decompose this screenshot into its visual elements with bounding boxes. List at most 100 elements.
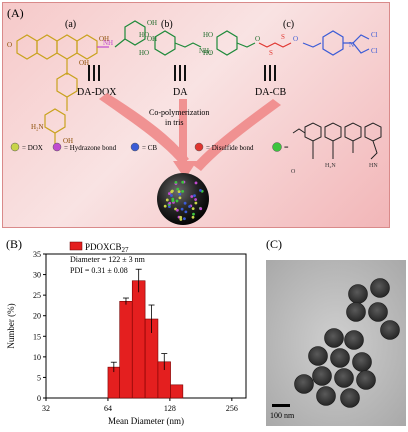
nanoparticle-dot	[163, 204, 167, 208]
tem-particle	[334, 368, 354, 388]
sub-label-a: (a)	[65, 19, 76, 30]
dacb-cl-label: Cl	[371, 31, 378, 39]
nanoparticle-dot	[176, 187, 180, 191]
dox-oh-label-3: OH	[63, 137, 73, 145]
y-tick-label: 30	[33, 271, 41, 280]
tem-particle	[348, 284, 368, 304]
dacb-cl-label-2: Cl	[371, 47, 378, 55]
name-da-cb: DA-CB	[255, 87, 286, 98]
dacb-ho-label: HO	[203, 31, 213, 39]
tem-particle	[346, 302, 366, 322]
scheme-svg: (A) (a) (b) (c) O OH OH H₂N OH NH O	[7, 6, 382, 225]
nanoparticle-dot	[174, 181, 178, 184]
panel-c-label: (C)	[266, 237, 282, 251]
tem-particle	[370, 278, 390, 298]
scale-bar	[272, 404, 290, 407]
x-tick-label: 256	[226, 404, 238, 413]
nanoparticle-dot	[183, 217, 186, 221]
tem-particle	[308, 346, 328, 366]
nanoparticle-dot	[168, 201, 172, 205]
nanoparticle-dot	[175, 208, 179, 212]
histogram-bar	[170, 384, 184, 399]
y-tick-label: 15	[33, 332, 41, 341]
chart-legend-text: PDOXCB	[85, 242, 122, 252]
nanoparticle-dot	[178, 196, 182, 200]
nanoparticle-dot	[181, 189, 185, 193]
scheme-legend: = DOX = Hydrazone bond = CB = Disulfide …	[10, 142, 289, 152]
nanoparticle-dots	[163, 180, 204, 221]
dox-dop-oh-label-2: OH	[147, 35, 157, 43]
legend-cb: = CB	[142, 144, 157, 152]
nanoparticle-dot	[167, 192, 171, 195]
y-tick-label: 5	[37, 373, 41, 382]
nanoparticle-dot	[183, 201, 187, 205]
legend-polymer-dot	[272, 142, 282, 152]
nanoparticle-dot	[191, 215, 195, 219]
hydrazone-nh-label: NH	[103, 39, 113, 47]
nanoparticle-dot	[181, 180, 185, 184]
tem-particle	[294, 374, 314, 394]
tem-particle	[312, 366, 332, 386]
chart-pdi-text: PDI = 0.31 ± 0.08	[70, 266, 128, 275]
nanoparticle-dot	[194, 198, 197, 201]
panel-a-scheme: (A) (a) (b) (c) O OH OH H₂N OH NH O	[2, 2, 390, 228]
equivalence-bars	[88, 65, 276, 81]
polymer-o-label: O	[291, 169, 296, 175]
nanoparticle-dot	[188, 205, 191, 208]
nanoparticle-dot	[167, 205, 171, 208]
tem-particle	[352, 352, 372, 372]
nanoparticle-dot	[179, 215, 183, 219]
dopa-ho-label-2: HO	[139, 49, 149, 57]
nanoparticle-dot	[199, 207, 203, 211]
dacb-o-label-2: O	[293, 35, 298, 43]
tem-particle	[324, 328, 344, 348]
legend-dox-dot	[10, 142, 20, 152]
tem-particle	[330, 348, 350, 368]
dopamine-molecule	[154, 30, 202, 56]
nanoparticle-dot	[199, 188, 202, 192]
chart-legend-swatch	[69, 241, 83, 251]
y-axis-label: Number (%)	[6, 303, 16, 348]
da-cb-molecule	[216, 30, 370, 56]
dacb-s-label-2: S	[281, 33, 285, 41]
tem-particle	[344, 330, 364, 350]
nanoparticle-dot	[190, 195, 194, 198]
nanoparticle-dot	[193, 194, 196, 198]
dacb-s-label: S	[269, 49, 273, 57]
process-line-2: in tris	[165, 118, 183, 127]
nanoparticle-dot	[184, 210, 188, 214]
x-tick-label: 128	[164, 404, 176, 413]
nanoparticle-dot	[179, 218, 183, 221]
dox-o-label: O	[7, 41, 12, 49]
dopa-ho-label: HO	[139, 31, 149, 39]
nanoparticle-dot	[192, 212, 195, 216]
dox-oh-label-2: OH	[79, 59, 89, 67]
x-axis-label: Mean Diameter (nm)	[108, 416, 184, 426]
sub-label-b: (b)	[161, 19, 173, 30]
y-tick-label: 20	[33, 312, 41, 321]
nanoparticle-dot	[175, 199, 179, 203]
nanoparticle-dot	[177, 190, 181, 194]
name-da: DA	[173, 87, 188, 98]
scale-bar-label: 100 nm	[270, 411, 295, 420]
tem-particle	[380, 320, 400, 340]
dacb-ho-label-2: HO	[203, 49, 213, 57]
legend-cb-dot	[130, 142, 140, 152]
tem-particle	[356, 370, 376, 390]
y-tick-label: 35	[33, 250, 41, 259]
chart-legend-sub: 27	[122, 246, 130, 254]
name-da-dox: DA-DOX	[77, 87, 117, 98]
merge-arrows	[99, 93, 281, 179]
polymer-h2n-label: H₂N	[325, 163, 336, 169]
nanoparticle-dot	[194, 181, 198, 185]
nanoparticle-dot	[171, 199, 175, 203]
histogram-bar	[119, 301, 133, 399]
y-tick-label: 25	[33, 291, 41, 300]
nanoparticle-dot	[194, 201, 198, 205]
legend-hydrazone-dot	[52, 142, 62, 152]
nanoparticle-dot	[165, 198, 169, 202]
nanoparticle-dot	[170, 189, 174, 193]
tem-particle	[340, 388, 360, 408]
